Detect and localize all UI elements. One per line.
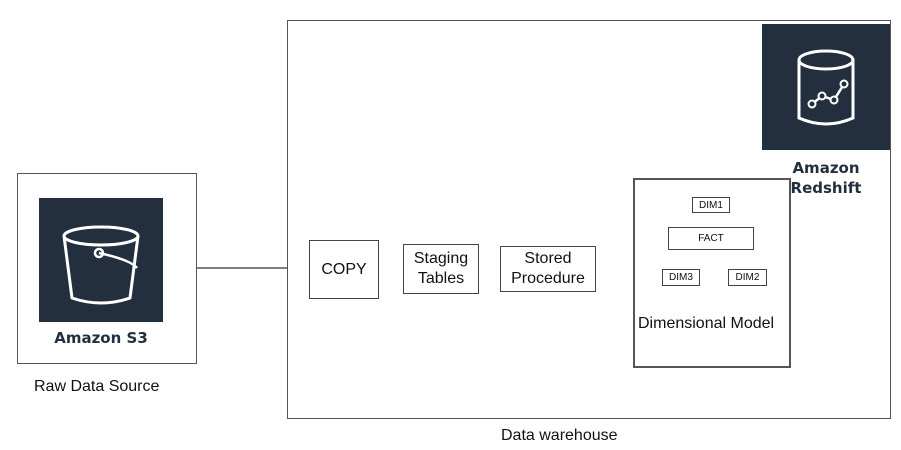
fact-table: FACT: [668, 227, 754, 250]
amazon-redshift-tile: [762, 24, 890, 150]
dim1-table: DIM1: [692, 197, 730, 213]
amazon-s3-tile: [39, 198, 163, 322]
data-warehouse-caption: Data warehouse: [501, 427, 618, 444]
stored-label-line2: Procedure: [511, 270, 585, 287]
redshift-database-icon: [797, 49, 855, 126]
amazon-s3-label: Amazon S3: [54, 329, 148, 347]
dim2-table: DIM2: [728, 269, 767, 286]
stored-label-line1: Stored: [524, 250, 572, 267]
copy-step: COPY: [309, 240, 379, 299]
amazon-redshift-label: Amazon Redshift: [762, 158, 890, 198]
stored-procedure-step: Stored Procedure: [500, 246, 596, 292]
s3-bucket-icon: [62, 225, 140, 305]
dimensional-model-title: Dimensional Model: [638, 315, 775, 332]
redshift-label-line1: Amazon: [792, 159, 860, 177]
staging-label-line1: Staging: [413, 250, 469, 267]
dim3-table: DIM3: [662, 269, 700, 286]
redshift-label-line2: Redshift: [790, 179, 862, 197]
raw-data-source-caption: Raw Data Source: [34, 378, 160, 395]
staging-label-line2: Tables: [417, 270, 465, 287]
staging-tables-step: Staging Tables: [403, 244, 479, 294]
